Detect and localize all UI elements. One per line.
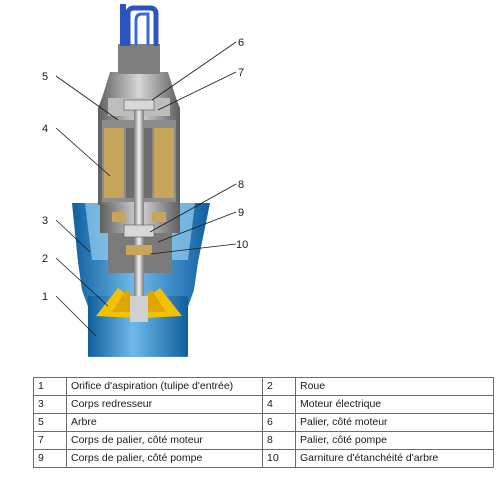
callout-numbers: 1 2 3 4 5 6 7 8 9 10: [42, 37, 248, 303]
legend-label: Roue: [295, 377, 494, 396]
legend-row: 5 Arbre 6 Palier, côté moteur: [33, 413, 494, 432]
callout-4: 4: [42, 123, 48, 135]
legend-number: 10: [262, 449, 296, 468]
callout-8: 8: [238, 179, 244, 191]
legend-row: 9 Corps de palier, côté pompe 10 Garnitu…: [33, 449, 494, 468]
legend-number: 3: [33, 395, 67, 414]
shaft: [134, 108, 144, 318]
legend-number: 9: [33, 449, 67, 468]
legend-label: Palier, côté pompe: [295, 431, 494, 450]
callout-5: 5: [42, 71, 48, 83]
stator-windings: [104, 128, 174, 198]
callout-9: 9: [238, 207, 244, 219]
legend-number: 5: [33, 413, 67, 432]
legend-label: Corps de palier, côté moteur: [66, 431, 263, 450]
legend-label: Corps redresseur: [66, 395, 263, 414]
legend-number: 6: [262, 413, 296, 432]
callout-10: 10: [236, 239, 248, 251]
legend-label: Garniture d'étanchéité d'arbre: [295, 449, 494, 468]
legend-row: 1 Orifice d'aspiration (tulipe d'entrée)…: [33, 377, 494, 396]
legend-row: 7 Corps de palier, côté moteur 8 Palier,…: [33, 431, 494, 450]
callout-3: 3: [42, 215, 48, 227]
cable-entry: [118, 4, 160, 74]
legend-label: Arbre: [66, 413, 263, 432]
leader-lines: [55, 41, 237, 337]
bearings: [123, 99, 155, 255]
legend-row: 3 Corps redresseur 4 Moteur électrique: [33, 395, 494, 414]
legend-table: 1 Orifice d'aspiration (tulipe d'entrée)…: [33, 377, 494, 468]
legend-label: Corps de palier, côté pompe: [66, 449, 263, 468]
impeller: [96, 288, 182, 322]
legend-number: 7: [33, 431, 67, 450]
callout-7: 7: [238, 67, 244, 79]
legend-number: 2: [262, 377, 296, 396]
legend-label: Palier, côté moteur: [295, 413, 494, 432]
legend-label: Moteur électrique: [295, 395, 494, 414]
callout-1: 1: [42, 291, 48, 303]
callout-6: 6: [238, 37, 244, 49]
pump-cutaway-diagram: 1 2 3 4 5 6 7 8 9 10: [42, 4, 248, 357]
legend-number: 8: [262, 431, 296, 450]
callout-2: 2: [42, 253, 48, 265]
legend-label: Orifice d'aspiration (tulipe d'entrée): [66, 377, 263, 396]
legend-number: 4: [262, 395, 296, 414]
legend-number: 1: [33, 377, 67, 396]
